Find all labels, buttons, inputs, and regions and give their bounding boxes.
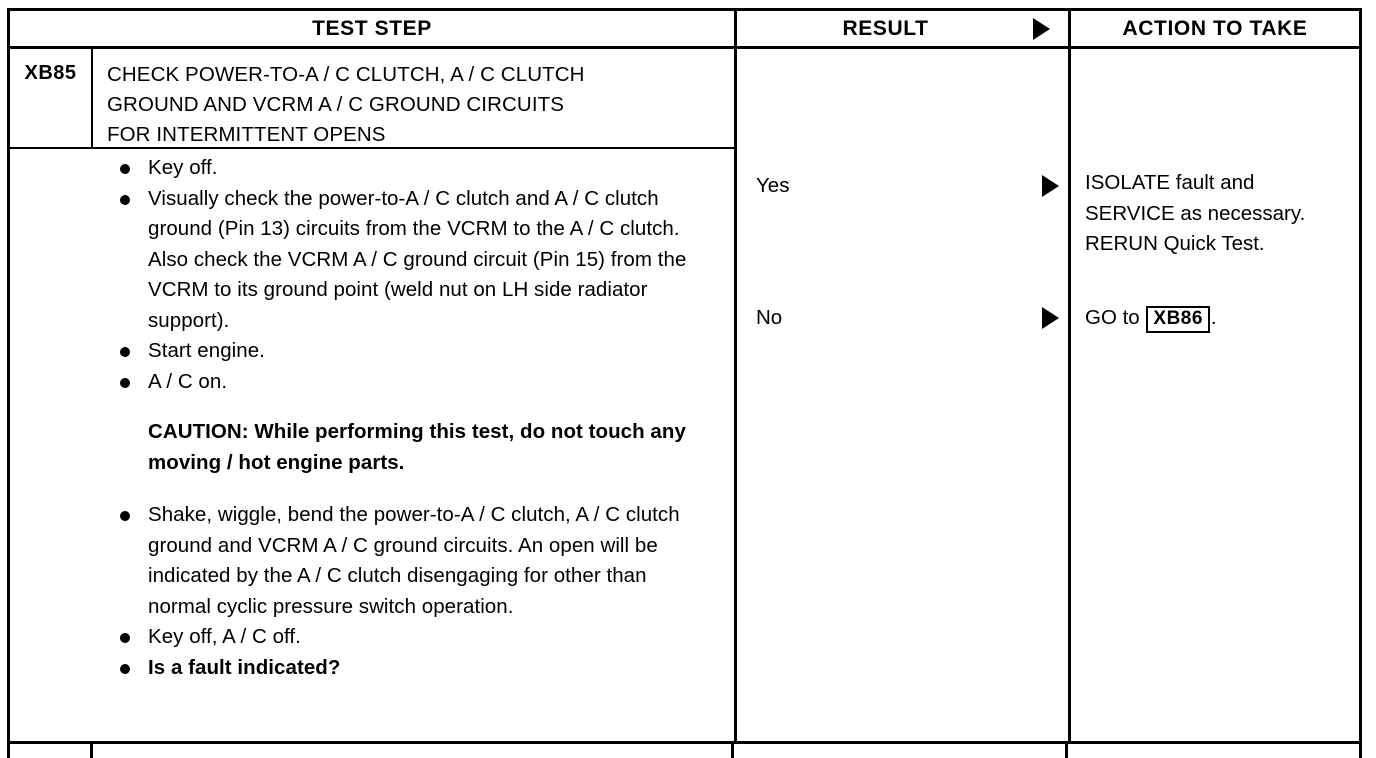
bullet-dot-icon bbox=[120, 663, 130, 674]
result-row-no: No bbox=[737, 303, 1068, 333]
list-item-text: A / C on. bbox=[148, 369, 228, 393]
result-divider bbox=[731, 744, 734, 758]
step-title-line: CHECK POWER-TO-A / C CLUTCH, A / C CLUTC… bbox=[107, 63, 585, 86]
column-header-result: RESULT bbox=[734, 11, 1068, 46]
list-item-text: Visually check the power-to-A / C clutch… bbox=[148, 186, 687, 332]
column-header-action-to-take: ACTION TO TAKE bbox=[1068, 11, 1359, 46]
goto-step-reference[interactable]: XB86 bbox=[1146, 306, 1210, 333]
result-label: Yes bbox=[756, 174, 790, 197]
step-title-cell: CHECK POWER-TO-A / C CLUTCH, A / C CLUTC… bbox=[93, 49, 734, 147]
bullet-dot-icon bbox=[120, 511, 130, 521]
action-row-yes: ISOLATE fault and SERVICE as necessary. … bbox=[1085, 171, 1306, 255]
action-divider bbox=[1065, 744, 1068, 758]
bullet-dot-icon bbox=[120, 377, 130, 388]
diagnostic-test-table: TEST STEP RESULT ACTION TO TAKE XB85 CHE… bbox=[7, 8, 1362, 741]
list-item-text: Shake, wiggle, bend the power-to-A / C c… bbox=[148, 503, 680, 618]
bullet-dot-icon bbox=[120, 194, 130, 205]
step-id-cell: XB85 bbox=[10, 49, 93, 147]
list-item-text: Key off. bbox=[148, 156, 218, 179]
step-header-box: XB85 CHECK POWER-TO-A / C CLUTCH, A / C … bbox=[10, 49, 734, 149]
result-row-yes: Yes bbox=[737, 171, 1068, 201]
column-header-action-to-take-label: ACTION TO TAKE bbox=[1122, 16, 1308, 40]
column-header-test-step: TEST STEP bbox=[10, 11, 734, 46]
bullet-dot-icon bbox=[120, 347, 130, 357]
action-to-take-column: ISOLATE fault and SERVICE as necessary. … bbox=[1068, 49, 1359, 741]
step-title-line: GROUND AND VCRM A / C GROUND CIRCUITS bbox=[107, 93, 565, 116]
list-item: Key off. bbox=[10, 153, 720, 184]
step-id-divider bbox=[90, 744, 93, 758]
step-instruction-list: Key off. Visually check the power-to-A /… bbox=[10, 153, 734, 683]
step-question-text: Is a fault indicated? bbox=[148, 655, 341, 679]
list-item: A / C on. bbox=[10, 367, 720, 398]
column-header-test-step-label: TEST STEP bbox=[312, 16, 432, 40]
column-header-result-label: RESULT bbox=[842, 16, 929, 40]
table-header-row: TEST STEP RESULT ACTION TO TAKE bbox=[10, 11, 1359, 49]
action-row-no: GO to XB86. bbox=[1085, 303, 1349, 334]
action-prefix-text: GO to bbox=[1085, 306, 1146, 329]
right-triangle-arrow-icon bbox=[1042, 307, 1059, 329]
table-left-border bbox=[7, 744, 10, 758]
table-right-border bbox=[1359, 744, 1362, 758]
test-step-column: XB85 CHECK POWER-TO-A / C CLUTCH, A / C … bbox=[10, 49, 734, 741]
bullet-dot-icon bbox=[120, 633, 130, 643]
next-row-stub bbox=[7, 744, 1362, 758]
caution-notice: CAUTION: While performing this test, do … bbox=[148, 420, 686, 474]
right-triangle-arrow-icon bbox=[1042, 175, 1059, 197]
right-triangle-arrow-icon bbox=[1033, 17, 1050, 40]
action-suffix-text: . bbox=[1210, 306, 1217, 329]
step-title-line: FOR INTERMITTENT OPENS bbox=[107, 123, 386, 146]
list-item: Shake, wiggle, bend the power-to-A / C c… bbox=[10, 500, 720, 622]
list-item: Visually check the power-to-A / C clutch… bbox=[10, 184, 720, 337]
step-question: Is a fault indicated? bbox=[10, 653, 720, 684]
row-separator bbox=[7, 741, 1362, 744]
list-item-text: Key off, A / C off. bbox=[148, 625, 301, 648]
bullet-dot-icon bbox=[120, 164, 130, 174]
result-column: Yes No bbox=[734, 49, 1068, 741]
list-item: Start engine. bbox=[10, 336, 720, 367]
list-item: Key off, A / C off. bbox=[10, 622, 720, 653]
list-item-text: Start engine. bbox=[148, 339, 265, 362]
table-body: XB85 CHECK POWER-TO-A / C CLUTCH, A / C … bbox=[10, 49, 1359, 741]
result-label: No bbox=[756, 306, 783, 329]
